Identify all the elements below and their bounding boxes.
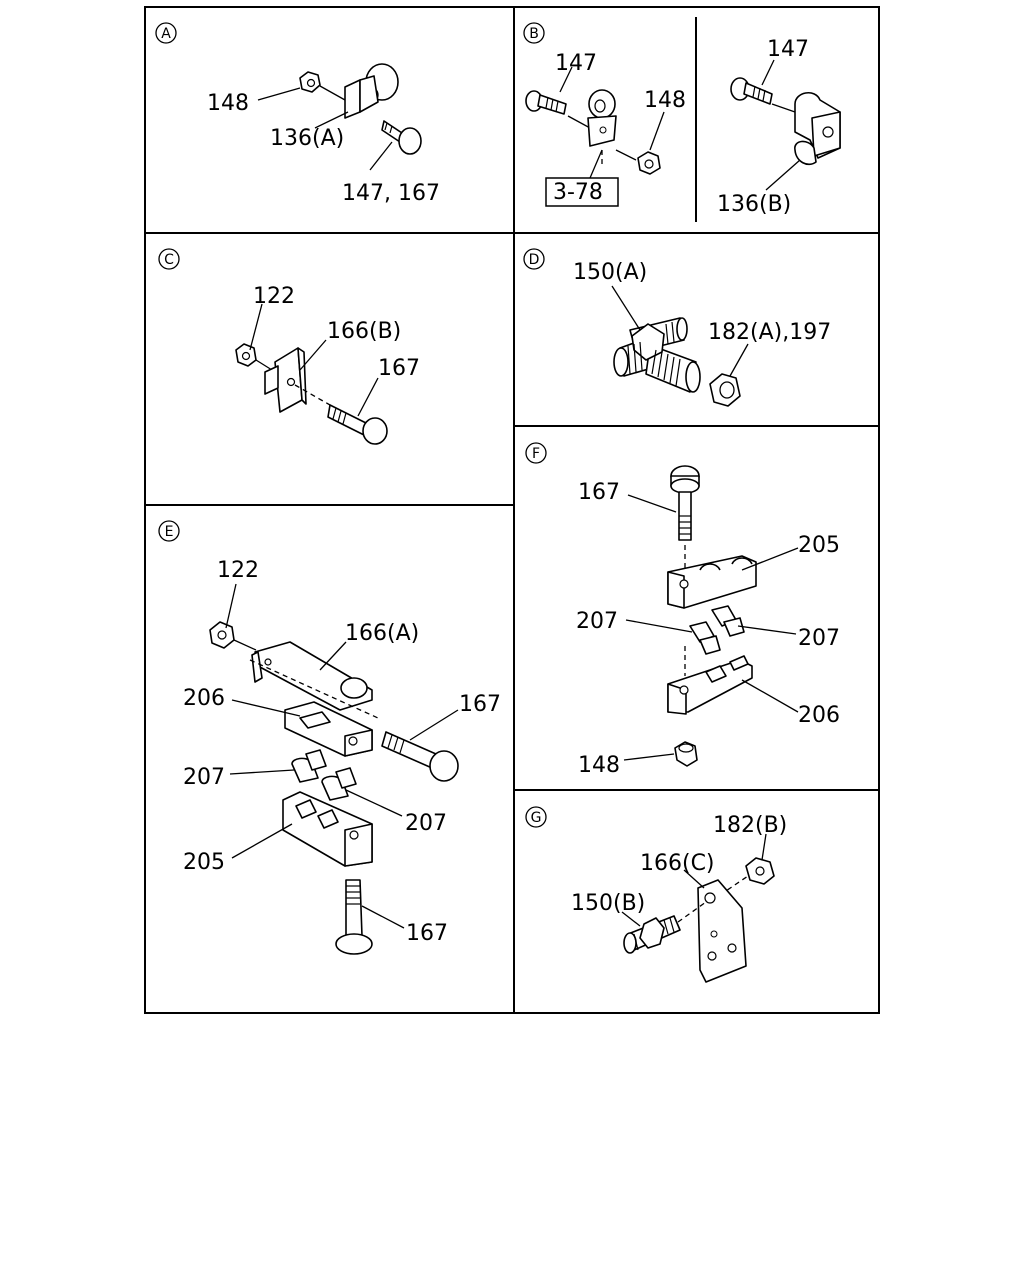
bolt-147-left [525,90,567,115]
block-206-e [284,701,373,757]
bracket-166a [251,641,373,711]
ref-box-3-78 [545,177,619,207]
panel-a-letter: A [161,26,171,42]
label-182a-197: 182(A),197 [708,320,831,345]
panel-b: B 147 148 3-78 [523,22,841,217]
panel-c-letter: C [164,252,174,268]
bolt-167-f [670,465,700,541]
panel-f: F [525,442,840,778]
label-122-e: 122 [217,558,259,583]
panel-c-marker: C [158,248,180,270]
clip-207-f-1 [689,621,721,655]
nut-148-f [674,741,698,767]
clip-207-f-2 [711,605,745,637]
label-150b: 150(B) [571,891,645,916]
panel-c: C 122 166(B) 167 [158,248,420,445]
label-205-e: 205 [183,850,225,875]
block-205-f [667,555,757,609]
panel-g-letter: G [531,810,542,826]
nut-122-c [235,343,257,367]
bolt-167-e-right [381,731,459,782]
panel-f-marker: F [525,442,547,464]
block-206-f [667,655,753,715]
panel-f-letter: F [532,446,540,462]
label-3-78: 3-78 [553,180,603,205]
fitting-150b [623,915,681,954]
panel-b-marker: B [523,22,545,44]
tee-threads [627,321,681,387]
label-207-e-1: 207 [183,765,225,790]
bolt-147-167 [381,120,422,155]
nut-182b [745,857,775,885]
diagram-frame [144,6,880,1014]
label-206-f: 206 [798,703,840,728]
label-166b: 166(B) [327,319,401,344]
clip-3-78 [587,89,617,147]
clip-207-e-1 [291,749,327,783]
label-167-e-bottom: 167 [406,921,448,946]
panel-e-marker: E [158,520,180,542]
label-166c: 166(C) [640,851,715,876]
label-148: 148 [207,91,249,116]
nut-148-b [637,151,661,175]
label-150a: 150(A) [573,260,647,285]
label-207-e-2: 207 [405,811,447,836]
label-206-e: 206 [183,686,225,711]
label-166a: 166(A) [345,621,419,646]
bolt-147-right [730,77,773,105]
panel-e: E [158,520,501,955]
block-205-e [282,791,373,867]
panel-a: A 148 136(A) 147, 167 [155,22,440,206]
label-148-b: 148 [644,88,686,113]
panel-d: D [523,248,831,407]
panel-b-letter: B [529,26,539,42]
label-207-f-1: 207 [576,609,618,634]
label-182b: 182(B) [713,813,787,838]
panel-d-letter: D [529,252,540,268]
label-147-br: 147 [767,37,809,62]
label-147-b: 147 [555,51,597,76]
panel-g: G 182(B) 166(C) 150(B) [525,806,787,983]
nut-148 [299,71,321,93]
bolt-167-e-bottom [335,879,373,955]
label-136a: 136(A) [270,126,344,151]
label-136b: 136(B) [717,192,791,217]
panel-d-marker: D [523,248,545,270]
bolt-167-c [327,404,388,445]
tee-fitting-150a [613,317,701,393]
clamp-136b [794,92,841,166]
bracket-166c [697,879,747,983]
bracket-166b [264,347,307,413]
label-167-f: 167 [578,480,620,505]
label-167-e-right: 167 [459,692,501,717]
nut-122-e [209,621,235,649]
panel-e-letter: E [165,524,174,540]
panel-a-marker: A [155,22,177,44]
label-148-f: 148 [578,753,620,778]
label-147-167: 147, 167 [342,181,440,206]
clamp-136a [344,63,399,119]
label-205-f: 205 [798,533,840,558]
clip-207-e-2 [321,767,357,801]
nut-182a-197 [709,373,741,407]
panel-g-marker: G [525,806,547,828]
label-207-f-2: 207 [798,626,840,651]
label-167-c: 167 [378,356,420,381]
label-122-c: 122 [253,284,295,309]
